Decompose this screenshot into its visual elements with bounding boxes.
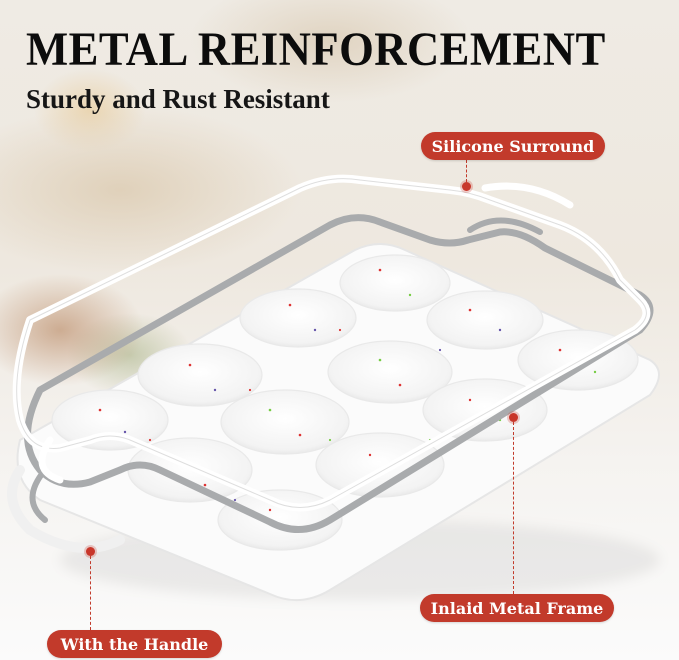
silicone-surround-marker: [462, 182, 471, 191]
page-title: METAL REINFORCEMENT: [26, 23, 606, 76]
inlaid-metal-frame-label: Inlaid Metal Frame: [430, 598, 604, 618]
silicone-surround-callout: Silicone Surround: [421, 132, 605, 160]
inlaid-metal-frame-callout: Inlaid Metal Frame: [420, 594, 614, 622]
handle-leader: [90, 556, 91, 630]
silicone-cup-tray: [7, 243, 660, 602]
inlaid-metal-frame-marker: [509, 413, 518, 422]
with-the-handle-label: With the Handle: [60, 634, 209, 654]
page-subtitle: Sturdy and Rust Resistant: [26, 84, 330, 114]
silicone-surround-handle-right: [481, 182, 574, 209]
handle-marker: [86, 547, 95, 556]
silicone-surround-leader: [466, 160, 467, 182]
silicone-surround-label: Silicone Surround: [431, 136, 595, 156]
silicone-surround-handle-left: [38, 436, 64, 484]
silicone-surround-outline: [16, 178, 647, 508]
inlaid-metal-frame-leader: [513, 422, 514, 594]
metal-frame-handle-right: [467, 217, 543, 235]
with-the-handle-callout: With the Handle: [47, 630, 222, 658]
metal-frame-handle-left: [29, 467, 48, 523]
